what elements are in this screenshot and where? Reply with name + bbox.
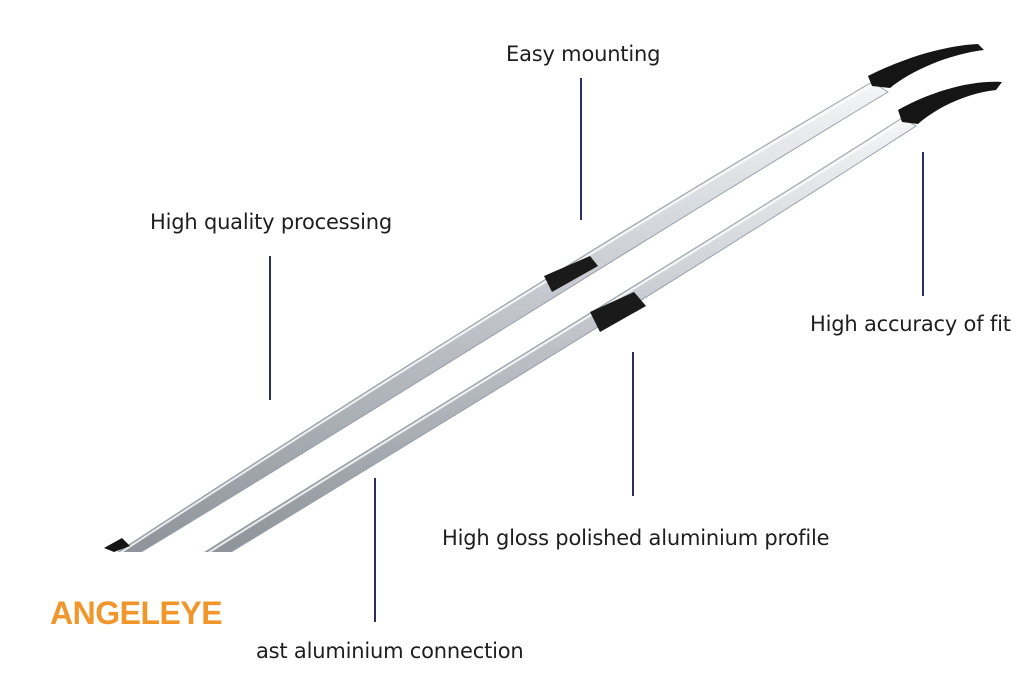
label-cast-connection: ast aluminium connection xyxy=(256,639,524,663)
label-accuracy-fit: High accuracy of fit xyxy=(810,312,1011,336)
upper-rail-mount-foot xyxy=(544,256,598,292)
lower-roof-rail xyxy=(204,81,1002,561)
lower-rail-mount-foot xyxy=(590,292,646,332)
label-easy-mounting: Easy mounting xyxy=(506,42,661,66)
image-crop-mask xyxy=(0,552,255,682)
lower-rail-rear-cap xyxy=(898,81,1002,124)
label-quality-processing: High quality processing xyxy=(150,210,393,234)
leader-accuracy-fit xyxy=(922,152,924,296)
leader-quality-processing xyxy=(269,256,271,400)
leader-easy-mounting xyxy=(580,78,582,220)
brand-logo: ANGELEYE xyxy=(50,595,223,631)
upper-rail-front-cap xyxy=(104,538,130,552)
leader-gloss-profile xyxy=(632,352,634,496)
label-gloss-profile: High gloss polished aluminium profile xyxy=(442,526,830,550)
upper-rail-rear-cap xyxy=(868,44,984,88)
upper-roof-rail xyxy=(104,44,984,561)
leader-cast-connection xyxy=(374,478,376,622)
